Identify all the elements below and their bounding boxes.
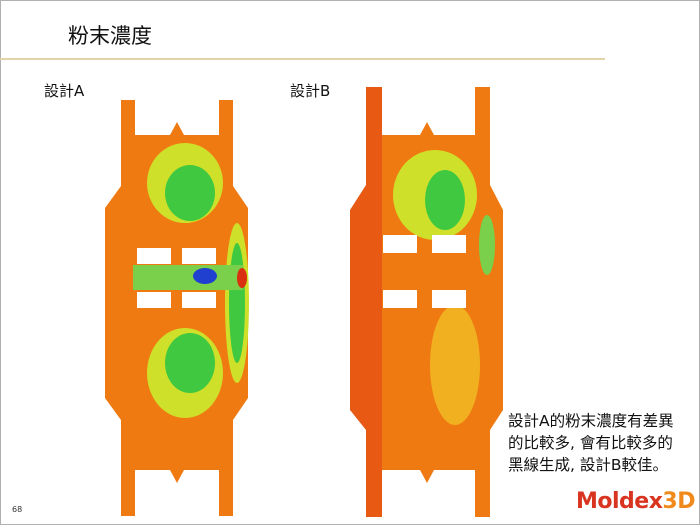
design-b-simulation-image <box>350 87 503 517</box>
design-a-simulation-image <box>105 100 249 516</box>
conclusion-note: 設計A的粉末濃度有差異的比較多, 會有比較多的黑線生成, 設計B較佳。 <box>508 412 674 474</box>
title-divider <box>0 58 605 60</box>
logo-main: Moldex <box>576 489 663 514</box>
slide-title: 粉末濃度 <box>68 24 152 48</box>
logo-suffix: 3D <box>662 489 695 514</box>
page-number: 68 <box>12 505 23 514</box>
design-b-label: 設計B <box>290 82 331 100</box>
design-a-label: 設計A <box>44 82 85 100</box>
moldex3d-logo: Moldex3D <box>576 489 695 514</box>
